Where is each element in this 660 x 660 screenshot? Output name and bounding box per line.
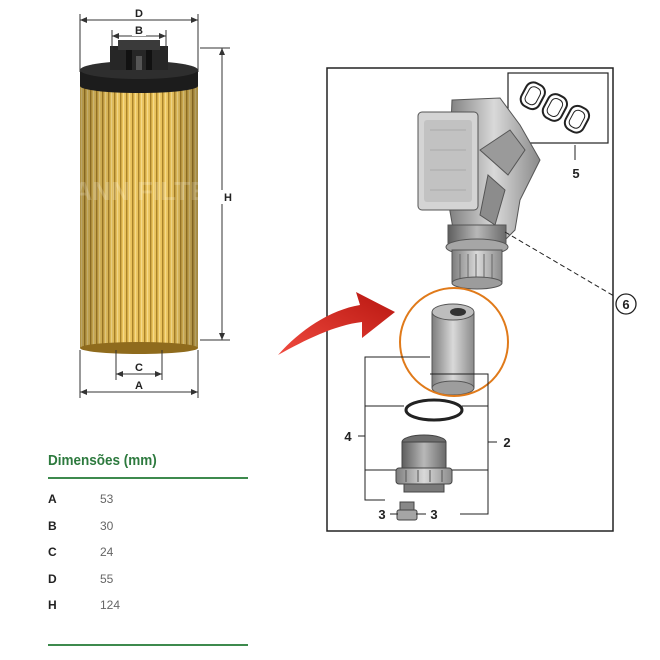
- dimension-key: D: [48, 572, 57, 586]
- dimension-value: 53: [100, 492, 114, 506]
- callout-4: 4: [344, 429, 352, 444]
- dimension-label-d: D: [135, 8, 143, 20]
- dimension-label-c: C: [135, 362, 143, 374]
- dimension-row: H 124: [48, 598, 248, 618]
- dimension-arrowheads: [80, 17, 225, 395]
- dimension-row: D 55: [48, 572, 248, 592]
- dimension-key: A: [48, 492, 57, 506]
- dimension-key: B: [48, 519, 57, 533]
- callout-6: 6: [622, 297, 629, 312]
- dimension-value: 55: [100, 572, 114, 586]
- highlight-circle: [399, 287, 509, 397]
- dimension-value: 124: [100, 598, 121, 612]
- callout-5: 5: [572, 166, 579, 181]
- oil-filter-housing-module: [417, 97, 541, 290]
- filter-cap: [395, 434, 453, 493]
- callout-3-left: 3: [378, 507, 385, 522]
- dimension-row: C 24: [48, 545, 248, 565]
- dimension-value: 30: [100, 519, 114, 533]
- dimension-value: 24: [100, 545, 114, 559]
- callout-2: 2: [503, 435, 510, 450]
- dimensions-bottom-rule: [48, 644, 248, 646]
- bracket-lines: [358, 356, 497, 515]
- gasket-set-icon: [519, 81, 591, 134]
- dimension-label-h: H: [224, 192, 232, 204]
- callout-3-right: 3: [430, 507, 437, 522]
- pointer-arrow: [278, 292, 395, 355]
- dimensions-top-rule: [48, 477, 248, 479]
- dimension-label-a: A: [135, 380, 143, 392]
- dimension-key: H: [48, 598, 57, 612]
- dimension-row: B 30: [48, 519, 248, 539]
- dimension-row: A 53: [48, 492, 248, 512]
- dimensions-title: Dimensões (mm): [48, 452, 157, 469]
- filter-element-highlight: [399, 287, 509, 397]
- gasket-inset-box: [507, 72, 609, 144]
- filter-element: MANN FILTER: [52, 40, 226, 354]
- dimension-label-b: B: [135, 25, 143, 37]
- drain-plug: [396, 501, 418, 521]
- o-ring: [404, 398, 464, 422]
- dimension-key: C: [48, 545, 57, 559]
- filter-watermark: MANN FILTER: [52, 176, 226, 206]
